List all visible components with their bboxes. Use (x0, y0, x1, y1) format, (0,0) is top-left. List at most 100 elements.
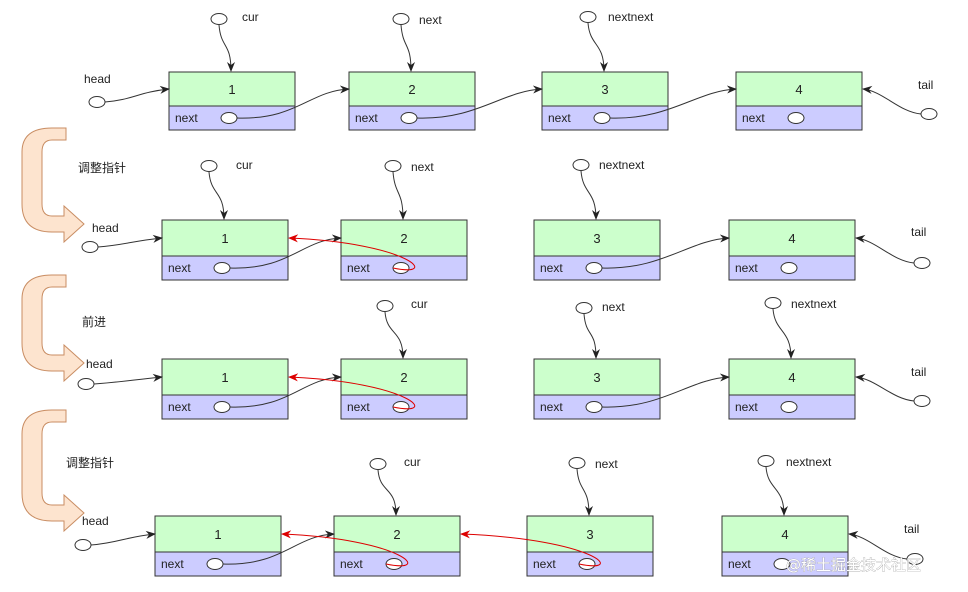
pointer-arrow (377, 469, 400, 516)
node-value: 3 (593, 231, 600, 246)
tail-pointer-circle (913, 257, 931, 269)
tail-label: tail (904, 522, 919, 536)
node-next-pointer (213, 401, 231, 413)
reversed-link-arrow (460, 530, 601, 567)
node-value: 4 (781, 527, 788, 542)
node-next-label: next (728, 557, 751, 571)
node-next-pointer (787, 112, 805, 124)
node-value: 1 (221, 231, 228, 246)
tail-label: tail (911, 365, 926, 379)
pointer-label: cur (242, 10, 259, 24)
pointer-label: cur (404, 455, 421, 469)
head-link-arrow (90, 530, 156, 546)
head-pointer-circle (74, 539, 92, 551)
node-next-pointer (585, 262, 603, 274)
pointer-arrow (765, 466, 788, 516)
pointer-arrow (208, 171, 228, 220)
node-next-label: next (340, 557, 363, 571)
node-value: 3 (601, 82, 608, 97)
tail-pointer-circle (913, 395, 931, 407)
node-value: 3 (593, 370, 600, 385)
tail-label: tail (911, 225, 926, 239)
node-next-label: next (540, 400, 563, 414)
head-pointer-circle (77, 378, 95, 390)
pointer-label: nextnext (786, 455, 832, 469)
pointer-arrow (392, 171, 407, 220)
node-value-cell (168, 71, 296, 107)
step-transition-arrow (21, 127, 85, 244)
pointer-circle (210, 13, 228, 25)
tail-label: tail (918, 78, 933, 92)
node-next-pointer (213, 262, 231, 274)
step-label: 调整指针 (78, 160, 126, 175)
step-transition-arrow (21, 409, 85, 533)
pointer-arrow (218, 24, 235, 72)
node-next-pointer (400, 112, 418, 124)
reversed-link-arrow (288, 373, 415, 410)
node-value: 2 (400, 231, 407, 246)
tail-pointer-circle (920, 108, 938, 120)
node-next-cell (735, 105, 863, 131)
node-next-pointer (593, 112, 611, 124)
forward-link-arrow (222, 530, 335, 565)
head-pointer-circle (81, 241, 99, 253)
head-link-arrow (104, 85, 170, 103)
pointer-circle (384, 160, 402, 172)
reversed-link-arrow (281, 530, 408, 567)
step-label: 调整指针 (66, 455, 114, 470)
step-transition-arrow (21, 274, 85, 383)
pointer-circle (764, 297, 782, 309)
reversed-link-arrow (288, 234, 415, 271)
forward-link-arrow (609, 85, 737, 119)
pointer-circle (575, 302, 593, 314)
node-next-pointer (773, 558, 791, 570)
node-value: 1 (228, 82, 235, 97)
pointer-circle (579, 11, 597, 23)
head-label: head (84, 72, 111, 86)
pointer-label: nextnext (791, 297, 837, 311)
node-value: 1 (221, 370, 228, 385)
node-value-cell (348, 71, 476, 107)
pointer-label: next (411, 160, 434, 174)
node-next-label: next (548, 111, 571, 125)
node-value: 4 (788, 370, 795, 385)
node-next-pointer (780, 262, 798, 274)
head-link-arrow (93, 373, 163, 385)
pointer-circle (369, 458, 387, 470)
pointer-label: next (595, 457, 618, 471)
pointer-circle (376, 300, 394, 312)
watermark-text: @稀土掘金技术社区 (786, 556, 921, 574)
head-label: head (82, 514, 109, 528)
node-next-label: next (735, 400, 758, 414)
forward-link-arrow (229, 234, 342, 269)
head-pointer-circle (88, 96, 106, 108)
forward-link-arrow (416, 85, 543, 119)
pointer-arrow (583, 313, 600, 359)
node-value: 1 (214, 527, 221, 542)
node-next-label: next (540, 261, 563, 275)
pointer-arrow (576, 468, 593, 516)
tail-link-arrow (848, 530, 908, 560)
node-value: 2 (393, 527, 400, 542)
node-next-label: next (355, 111, 378, 125)
tail-link-arrow (855, 234, 915, 264)
node-next-label: next (742, 111, 765, 125)
forward-link-arrow (236, 85, 350, 119)
pointer-label: next (602, 300, 625, 314)
pointer-arrow (772, 308, 795, 359)
node-next-label: next (735, 261, 758, 275)
step-label: 前进 (82, 314, 106, 329)
node-value-cell (533, 219, 661, 257)
node-value-cell (340, 358, 468, 396)
pointer-circle (392, 13, 410, 25)
node-value: 3 (586, 527, 593, 542)
pointer-label: next (419, 13, 442, 27)
pointer-label: nextnext (599, 158, 645, 172)
pointer-label: cur (236, 158, 253, 172)
pointer-circle (568, 457, 586, 469)
head-label: head (86, 357, 113, 371)
node-next-pointer (585, 401, 603, 413)
node-next-label: next (347, 261, 370, 275)
